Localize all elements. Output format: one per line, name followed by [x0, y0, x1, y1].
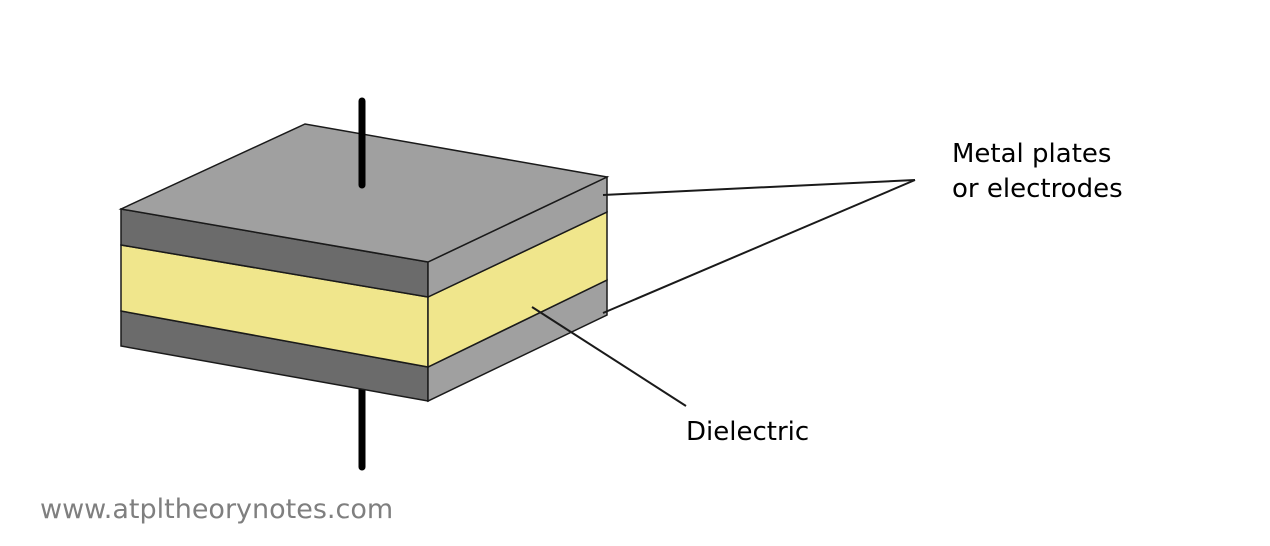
top-plate-top: [118, 123, 610, 263]
metal-plates-label: Metal plates or electrodes: [952, 137, 1123, 207]
metal-plates-label-line1: Metal plates: [952, 139, 1112, 169]
leader-line-top-plate: [602, 179, 916, 196]
watermark-text: www.atpltheorynotes.com: [40, 494, 394, 525]
leader-line-bottom-plate: [602, 179, 916, 314]
leader-line-dielectric: [531, 306, 687, 407]
metal-plates-label-line2: or electrodes: [952, 174, 1123, 204]
dielectric-label: Dielectric: [686, 417, 810, 447]
